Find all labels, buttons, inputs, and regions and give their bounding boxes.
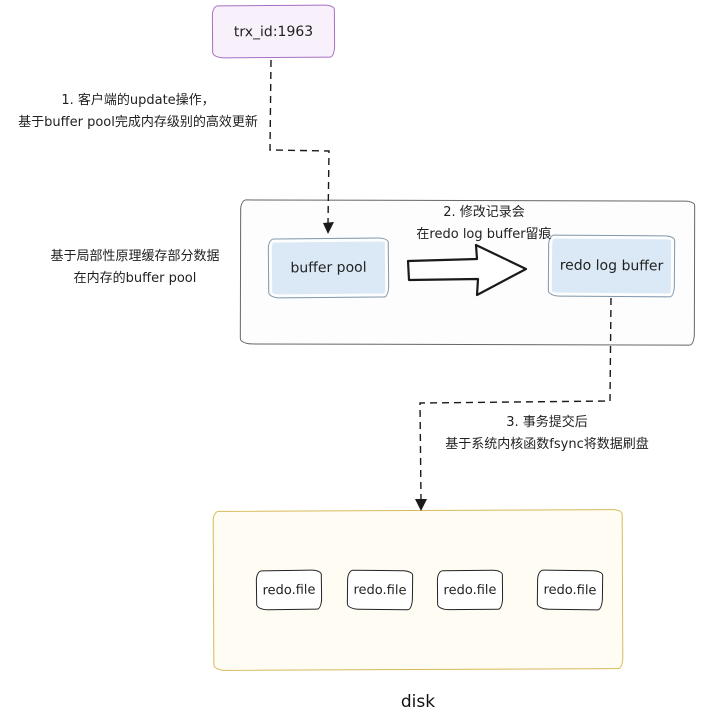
redo-file-label: redo.file xyxy=(443,582,497,598)
redo-file-label: redo.file xyxy=(543,582,597,598)
right-block-arrow-icon xyxy=(406,243,528,297)
disk-label: disk xyxy=(400,692,436,712)
buffer-pool-node: buffer pool xyxy=(267,237,390,299)
memory-note-line1: 基于局部性原理缓存部分数据 xyxy=(50,249,220,264)
step1-line2: 基于buffer pool完成内存级别的高效更新 xyxy=(18,115,258,131)
buffer-pool-label: buffer pool xyxy=(290,259,367,277)
step2-line2: 在redo log buffer留痕 xyxy=(416,227,552,243)
redo-file-label: redo.file xyxy=(262,582,316,598)
redo-file-node: redo.file xyxy=(536,569,604,611)
trx-node: trx_id:1963 xyxy=(211,4,336,59)
step3-annotation: 3. 事务提交后 基于系统内核函数fsync将数据刷盘 xyxy=(418,412,676,456)
step3-line1: 3. 事务提交后 xyxy=(506,415,588,430)
step2-line1: 2. 修改记录会 xyxy=(443,205,525,220)
redo-log-buffer-label: redo log buffer xyxy=(559,257,664,275)
step2-annotation: 2. 修改记录会 在redo log buffer留痕 xyxy=(398,202,570,246)
trx-label: trx_id:1963 xyxy=(233,23,314,40)
redo-file-node: redo.file xyxy=(436,569,504,611)
step1-line1: 1. 客户端的update操作， xyxy=(61,93,215,108)
redo-file-node: redo.file xyxy=(255,569,323,611)
redo-file-node: redo.file xyxy=(346,569,414,611)
redo-file-label: redo.file xyxy=(353,582,407,598)
step3-line2: 基于系统内核函数fsync将数据刷盘 xyxy=(445,437,649,453)
memory-note-line2: 在内存的buffer pool xyxy=(73,271,197,287)
step1-annotation: 1. 客户端的update操作， 基于buffer pool完成内存级别的高效更… xyxy=(8,90,268,134)
memory-note-annotation: 基于局部性原理缓存部分数据 在内存的buffer pool xyxy=(28,246,242,290)
